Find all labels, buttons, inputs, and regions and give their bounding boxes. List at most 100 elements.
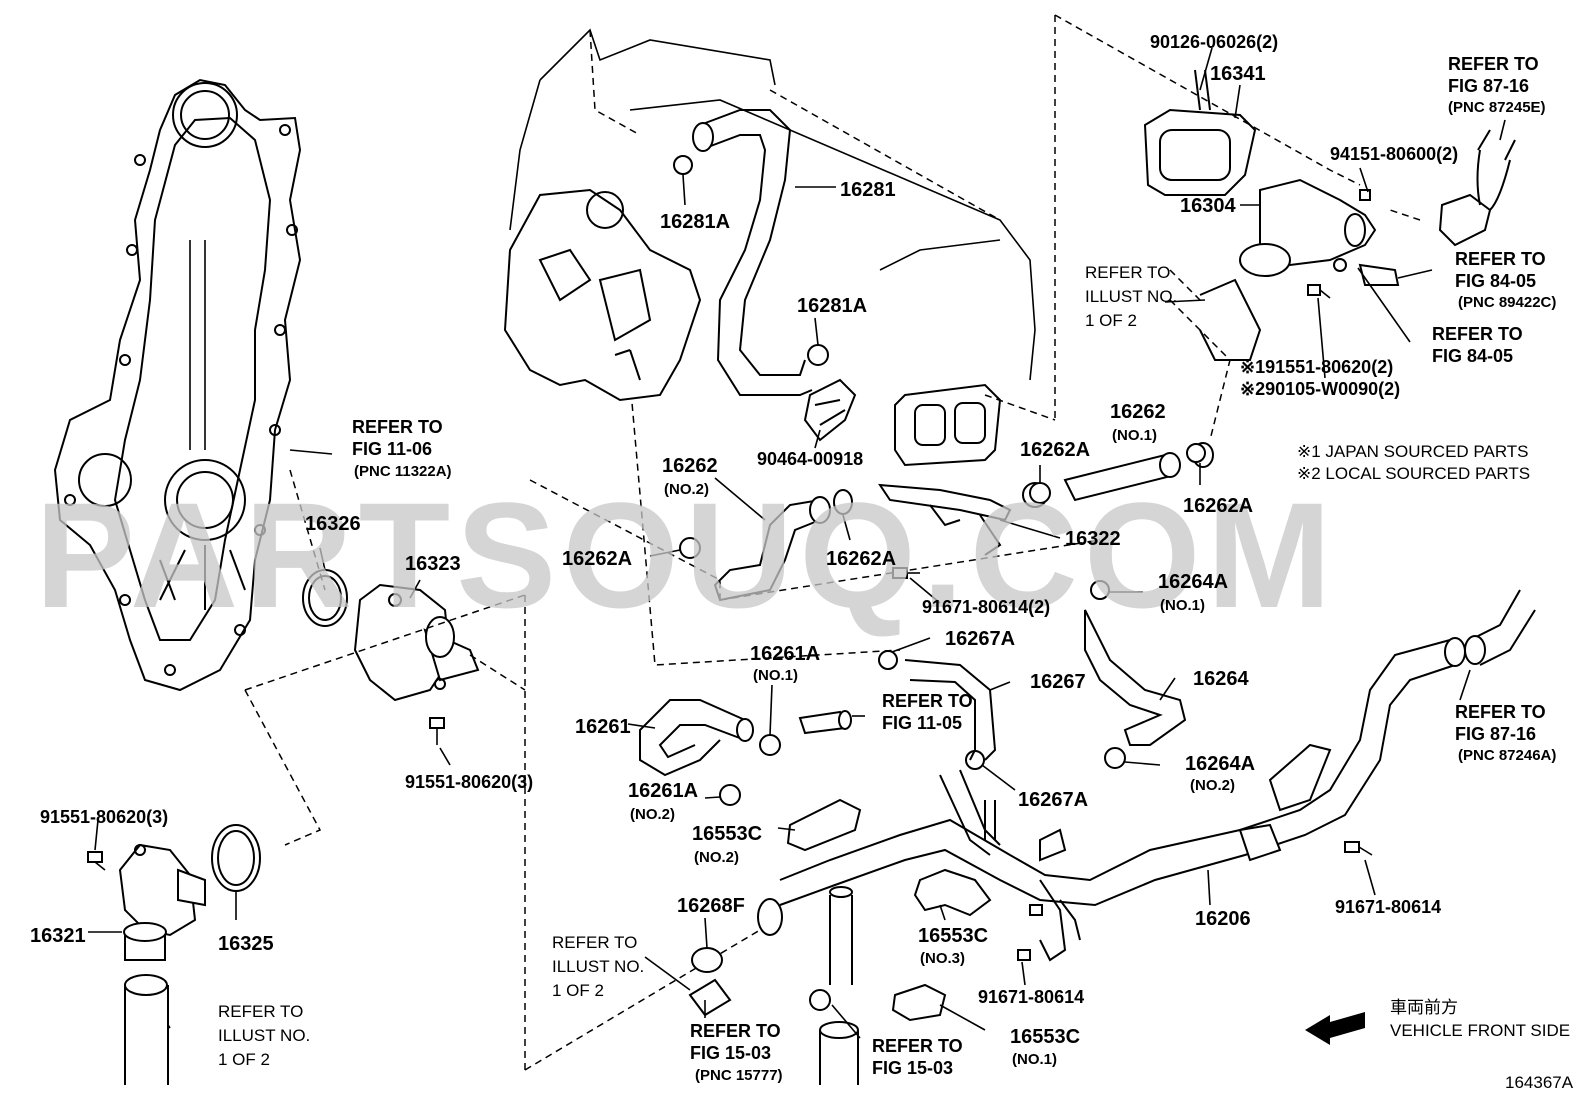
label-16553C-no1: 16553C bbox=[1010, 1026, 1080, 1048]
hose-16262-no1 bbox=[1063, 442, 1214, 502]
hose-16262-no2 bbox=[713, 489, 853, 602]
label-16262-no2-sub: (NO.2) bbox=[664, 481, 709, 498]
label-16267A-a: 16267A bbox=[945, 628, 1015, 650]
engine-outline bbox=[509, 28, 1101, 666]
ref-illust3-line1: REFER TO bbox=[218, 1002, 303, 1021]
label-90126: 90126-06026(2) bbox=[1150, 32, 1278, 52]
direction-arrow bbox=[1305, 1012, 1365, 1045]
bracket-16553C-no3 bbox=[913, 868, 992, 917]
direction-label: 車両前方 VEHICLE FRONT SIDE bbox=[1390, 998, 1570, 1040]
label-16261A-no1-sub: (NO.1) bbox=[753, 667, 798, 684]
ref-illust1-line2: ILLUST NO. bbox=[1085, 287, 1177, 306]
ref-87-16e-line3: (PNC 87245E) bbox=[1448, 99, 1546, 116]
label-16267A-b: 16267A bbox=[1018, 789, 1088, 811]
ref-84-05a-line2: FIG 84-05 bbox=[1455, 271, 1536, 291]
label-91671-bottom: 91671-80614 bbox=[978, 987, 1084, 1007]
label-16553C-no2: 16553C bbox=[692, 823, 762, 845]
hose-clamps bbox=[673, 155, 1206, 1011]
ref-84-05b-line1: REFER TO bbox=[1432, 324, 1523, 344]
label-16264A-no2: 16264A bbox=[1185, 753, 1255, 775]
hose-16281 bbox=[692, 109, 813, 396]
gasket-16322 bbox=[894, 383, 1056, 467]
label-16281: 16281 bbox=[840, 179, 896, 201]
label-16321: 16321 bbox=[30, 925, 86, 947]
hose-16261 bbox=[639, 699, 754, 777]
label-16553C-no3-sub: (NO.3) bbox=[920, 950, 965, 967]
label-16341: 16341 bbox=[1210, 63, 1266, 85]
label-16262A-b: 16262A bbox=[1183, 495, 1253, 517]
label-16206: 16206 bbox=[1195, 908, 1251, 930]
water-inlet-16323 bbox=[353, 583, 480, 702]
label-16261: 16261 bbox=[575, 716, 631, 738]
label-94151: 94151-80600(2) bbox=[1330, 144, 1458, 164]
ref-87-16a-line1: REFER TO bbox=[1455, 702, 1546, 722]
ref-15-03a-line3: (PNC 15777) bbox=[695, 1067, 783, 1084]
ref-illust3-line3: 1 OF 2 bbox=[218, 1050, 270, 1069]
label-16264: 16264 bbox=[1193, 668, 1249, 690]
ref-87-16a-line2: FIG 87-16 bbox=[1455, 724, 1536, 744]
label-91671-right: 91671-80614 bbox=[1335, 897, 1441, 917]
clip-90464 bbox=[803, 378, 857, 442]
ref-15-03b-line1: REFER TO bbox=[872, 1036, 963, 1056]
label-16264A-no1: 16264A bbox=[1158, 571, 1228, 593]
ref-15-03b-line2: FIG 15-03 bbox=[872, 1058, 953, 1078]
ref-84-05b-line2: FIG 84-05 bbox=[1432, 346, 1513, 366]
hose-stub-bottom-left bbox=[124, 974, 169, 1085]
bracket-16553C-no2 bbox=[786, 798, 862, 852]
label-16322: 16322 bbox=[1065, 528, 1121, 550]
label-16264A-no1-sub: (NO.1) bbox=[1160, 597, 1205, 614]
ref-illust1-line3: 1 OF 2 bbox=[1085, 311, 1137, 330]
label-191551: ※191551-80620(2) bbox=[1240, 357, 1393, 377]
dashed-leaders-right bbox=[1054, 14, 1421, 441]
legend-note-2: ※2 LOCAL SOURCED PARTS bbox=[1297, 464, 1530, 483]
ring-16268F bbox=[691, 947, 723, 973]
label-90464: 90464-00918 bbox=[757, 449, 863, 469]
ref-11-06-line1: REFER TO bbox=[352, 417, 443, 437]
label-290105: ※290105-W0090(2) bbox=[1240, 379, 1400, 399]
label-16261A-no2-sub: (NO.2) bbox=[630, 806, 675, 823]
water-outlet-16304 bbox=[1143, 69, 1516, 361]
fitting-11-05 bbox=[798, 710, 852, 735]
label-16267: 16267 bbox=[1030, 671, 1086, 693]
hose-vertical-bottom bbox=[819, 886, 859, 1085]
hose-16264 bbox=[1084, 609, 1187, 746]
ref-11-06-line3: (PNC 11322A) bbox=[354, 463, 452, 480]
label-16281A-mid: 16281A bbox=[797, 295, 867, 317]
ref-illust3-line2: ILLUST NO. bbox=[218, 1026, 310, 1045]
dashed-leaders-left bbox=[244, 469, 761, 1071]
label-16262A-c: 16262A bbox=[826, 548, 896, 570]
throttle-body bbox=[503, 188, 702, 402]
label-16326: 16326 bbox=[305, 513, 361, 535]
hose-stub-15-03 bbox=[688, 978, 732, 1017]
ref-illust2-line3: 1 OF 2 bbox=[552, 981, 604, 1000]
direction-jp: 車両前方 bbox=[1390, 998, 1458, 1017]
label-91671-x2: 91671-80614(2) bbox=[922, 597, 1050, 617]
label-91551-b: 91551-80620(3) bbox=[40, 807, 168, 827]
pipe-16206 bbox=[757, 589, 1536, 962]
ref-11-06-line2: FIG 11-06 bbox=[352, 439, 432, 459]
timing-cover bbox=[53, 78, 302, 692]
ref-11-05-line2: FIG 11-05 bbox=[882, 713, 962, 733]
label-16261A-no1: 16261A bbox=[750, 643, 820, 665]
legend: ※1 JAPAN SOURCED PARTS ※2 LOCAL SOURCED … bbox=[1297, 442, 1530, 483]
label-16264A-no2-sub: (NO.2) bbox=[1190, 777, 1235, 794]
label-16553C-no2-sub: (NO.2) bbox=[694, 849, 739, 866]
arrow-left-icon bbox=[1305, 1012, 1365, 1045]
ref-illust1-line1: REFER TO bbox=[1085, 263, 1170, 282]
diagram-id: 164367A bbox=[1505, 1073, 1574, 1092]
ref-11-05-line1: REFER TO bbox=[882, 691, 973, 711]
direction-en: VEHICLE FRONT SIDE bbox=[1390, 1021, 1570, 1040]
label-16325: 16325 bbox=[218, 933, 274, 955]
label-16262-no2: 16262 bbox=[662, 455, 718, 477]
label-16323: 16323 bbox=[405, 553, 461, 575]
bracket-16553C-no1 bbox=[891, 983, 947, 1022]
ref-15-03a-line1: REFER TO bbox=[690, 1021, 781, 1041]
label-16553C-no3: 16553C bbox=[918, 925, 988, 947]
ref-87-16a-line3: (PNC 87246A) bbox=[1458, 747, 1556, 764]
label-16262-no1: 16262 bbox=[1110, 401, 1166, 423]
reference-notes: REFER TO FIG 87-16 (PNC 87245E) REFER TO… bbox=[218, 54, 1556, 1084]
ref-illust2-line2: ILLUST NO. bbox=[552, 957, 644, 976]
ref-84-05a-line3: (PNC 89422C) bbox=[1458, 294, 1556, 311]
